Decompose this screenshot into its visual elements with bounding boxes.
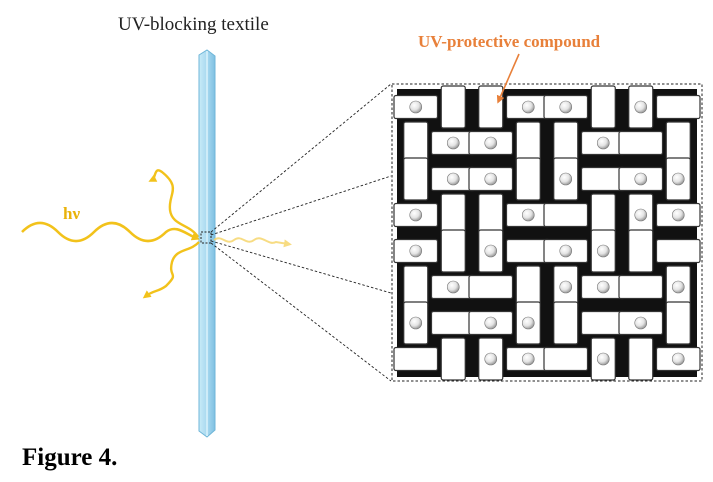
compound-sphere xyxy=(634,316,648,330)
compound-sphere xyxy=(596,244,610,258)
yarn-segment xyxy=(403,157,429,201)
reflected-ray-up xyxy=(148,169,200,238)
compound-pointer-arrow xyxy=(496,53,520,104)
compound-sphere xyxy=(446,280,460,294)
figure-caption: Figure 4. xyxy=(22,444,118,471)
compound-sphere xyxy=(446,172,460,186)
reflected-ray-down xyxy=(142,241,200,299)
yarn-segment xyxy=(628,337,654,381)
photon-label: hν xyxy=(63,204,81,223)
yarn-segment xyxy=(440,337,466,381)
yarn-segment xyxy=(543,346,589,372)
compound-sphere xyxy=(671,172,685,186)
compound-sphere xyxy=(409,244,423,258)
compound-sphere xyxy=(671,280,685,294)
incoming-uv-ray xyxy=(21,221,200,243)
compound-sphere xyxy=(596,352,610,366)
yarn-segment xyxy=(665,301,691,345)
compound-sphere xyxy=(521,316,535,330)
compound-sphere xyxy=(446,136,460,150)
transmitted-ray xyxy=(213,237,292,248)
yarn-segment xyxy=(543,202,589,228)
light-rays xyxy=(21,169,292,299)
zoom-lines xyxy=(210,83,392,382)
compound-sphere xyxy=(559,172,573,186)
compound-sphere xyxy=(521,100,535,114)
compound-sphere xyxy=(596,280,610,294)
yarn-segment xyxy=(440,229,466,273)
textile-label: UV-blocking textile xyxy=(118,14,269,35)
yarn-segment xyxy=(440,85,466,129)
yarn-segment xyxy=(478,85,504,129)
yarn-segment xyxy=(628,229,654,273)
zoom-region-marker xyxy=(200,231,212,244)
yarn-segment xyxy=(655,238,701,264)
compound-sphere xyxy=(409,100,423,114)
compound-sphere xyxy=(634,100,648,114)
compound-sphere xyxy=(484,352,498,366)
compound-sphere xyxy=(634,208,648,222)
woven-fabric-closeup xyxy=(391,83,703,382)
compound-sphere xyxy=(484,136,498,150)
compound-sphere xyxy=(671,208,685,222)
yarn-segment xyxy=(468,274,514,300)
compound-sphere xyxy=(596,136,610,150)
compound-sphere xyxy=(409,208,423,222)
yarn-segment xyxy=(393,346,439,372)
compound-sphere xyxy=(521,352,535,366)
compound-label: UV-protective compound xyxy=(418,32,601,51)
yarn-segment xyxy=(655,94,701,120)
yarn-segment xyxy=(590,85,616,129)
compound-sphere xyxy=(484,244,498,258)
compound-particles xyxy=(409,100,685,366)
compound-sphere xyxy=(559,280,573,294)
compound-sphere xyxy=(559,244,573,258)
yarn-segment xyxy=(618,130,664,156)
compound-sphere xyxy=(409,316,423,330)
yarn-segment xyxy=(618,274,664,300)
compound-sphere xyxy=(521,208,535,222)
compound-sphere xyxy=(634,172,648,186)
compound-sphere xyxy=(559,100,573,114)
compound-sphere xyxy=(671,352,685,366)
compound-sphere xyxy=(484,316,498,330)
compound-sphere xyxy=(484,172,498,186)
yarn-segment xyxy=(553,301,579,345)
yarn-segment xyxy=(515,157,541,201)
